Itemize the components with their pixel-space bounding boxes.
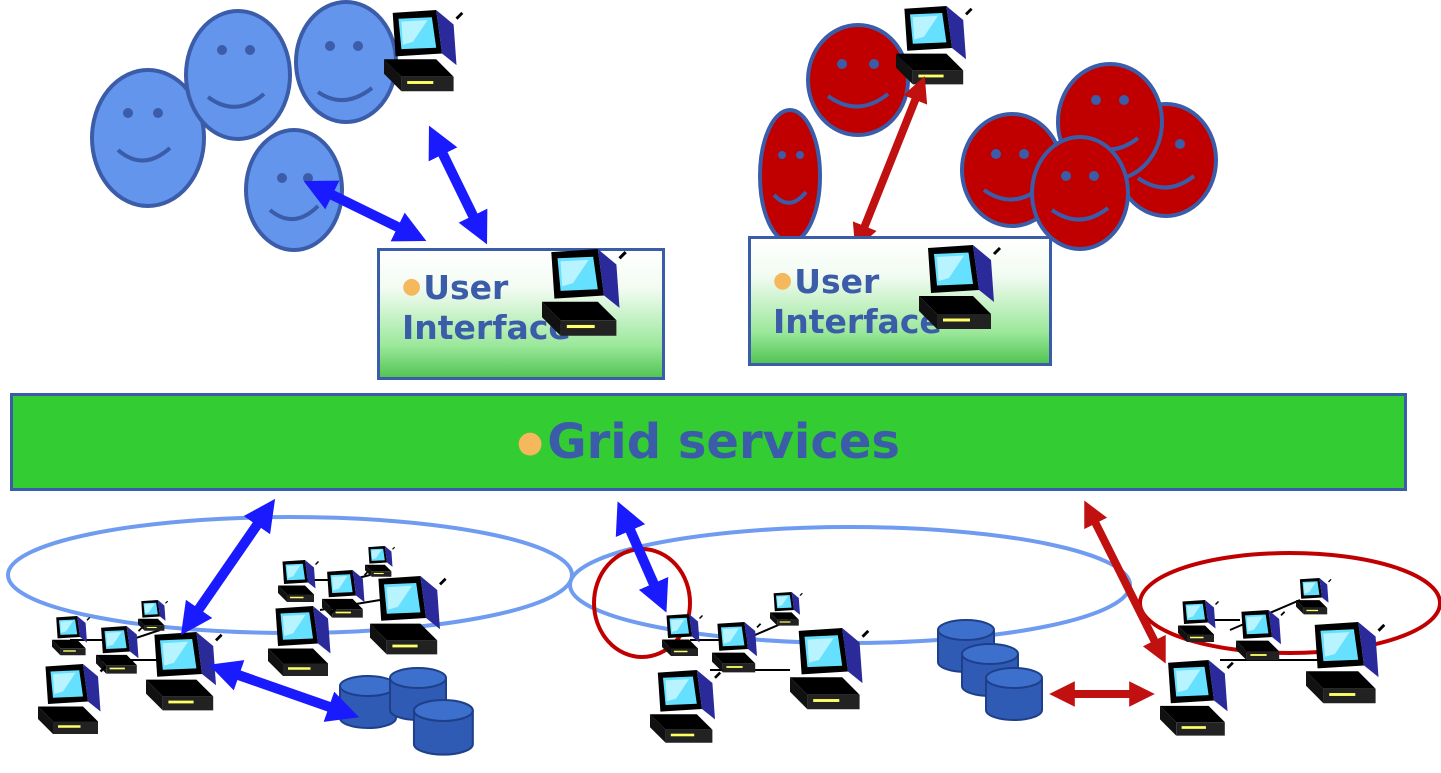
computer-icon — [137, 599, 169, 632]
double-arrow-icon — [428, 125, 488, 245]
double-arrow-icon — [208, 660, 360, 722]
double-arrow-icon — [615, 501, 669, 613]
computer-icon — [1177, 599, 1220, 643]
computer-icon — [1295, 577, 1332, 616]
database-icon — [985, 667, 1043, 721]
computer-icon — [95, 625, 143, 675]
bullet-icon: ● — [402, 274, 422, 299]
computer-icon — [917, 243, 1002, 331]
double-arrow-icon — [1084, 500, 1166, 664]
computer-icon — [277, 559, 320, 603]
user-interface-line1: User — [423, 268, 509, 307]
computer-icon — [368, 574, 448, 656]
bullet-icon: ● — [517, 424, 544, 460]
computer-icon — [661, 613, 704, 657]
right-cluster — [1158, 577, 1386, 737]
user-interface-label-right: ●User Interface — [773, 261, 942, 342]
user-interface-line2: Interface — [773, 302, 942, 341]
computer-icon — [711, 621, 762, 674]
computer-icon — [51, 615, 91, 656]
smiley-face-icon — [90, 68, 206, 208]
smiley-face-icon — [184, 9, 292, 141]
computer-icon — [321, 569, 369, 619]
computer-icon — [382, 8, 464, 93]
double-arrow-icon — [303, 180, 427, 242]
middle-cluster — [648, 591, 1043, 745]
red-user-group — [758, 4, 1218, 251]
computer-icon — [1158, 658, 1235, 737]
user-interface-box-right: ●User Interface — [748, 236, 1052, 366]
computer-icon — [266, 604, 337, 678]
computer-icon — [144, 630, 224, 712]
database-icon — [339, 675, 397, 729]
double-arrow-icon — [180, 498, 276, 636]
bullet-icon: ● — [773, 268, 793, 293]
smiley-face-icon — [758, 108, 822, 244]
grid-services-bar: ●Grid services — [10, 393, 1407, 491]
user-interface-box-left: ●User Interface — [377, 247, 665, 380]
computer-icon — [1235, 609, 1286, 662]
user-interface-line1: User — [794, 262, 880, 301]
computer-icon — [769, 591, 804, 627]
smiley-face-icon — [294, 0, 398, 124]
blue-user-group — [90, 0, 464, 252]
double-arrow-icon — [852, 76, 928, 250]
left-cluster — [36, 545, 474, 756]
computer-icon — [648, 668, 722, 745]
computer-icon — [1304, 620, 1386, 705]
database-icon — [412, 698, 474, 756]
grid-services-label: ●Grid services — [13, 396, 1404, 488]
computer-icon — [36, 662, 107, 736]
computer-icon — [894, 4, 973, 86]
smiley-face-icon — [1030, 135, 1130, 251]
computer-icon — [788, 626, 870, 711]
grid-services-text: Grid services — [547, 414, 900, 470]
computer-icon — [540, 247, 628, 338]
smiley-face-icon — [806, 23, 910, 137]
computer-icon — [364, 545, 396, 578]
